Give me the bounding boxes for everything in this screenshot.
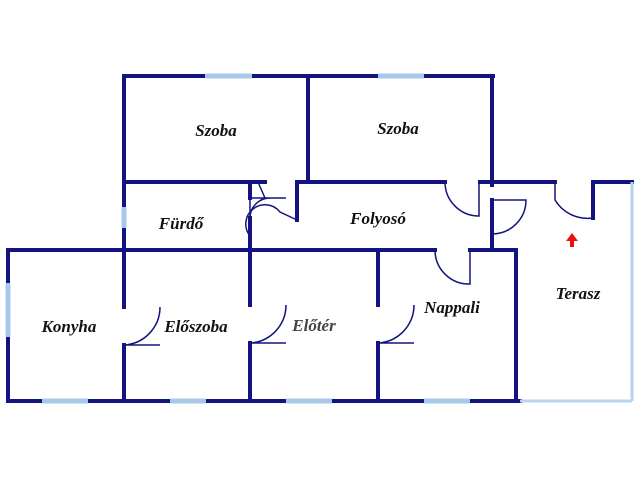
room-labels: Szoba Szoba Fürdő Folyosó Terasz Konyha … xyxy=(41,119,601,336)
room-label-furdo: Fürdő xyxy=(158,214,205,233)
door-konyha xyxy=(123,306,161,346)
room-label-eloszoba: Előszoba xyxy=(163,317,228,336)
room-label-eloter: Előtér xyxy=(291,316,336,335)
room-label-folyoso: Folyosó xyxy=(349,209,406,228)
door-eloter xyxy=(249,304,287,344)
room-label-terasz: Terasz xyxy=(556,284,601,303)
door-bathroom-2 xyxy=(245,204,298,237)
room-label-konyha: Konyha xyxy=(41,317,97,336)
walls xyxy=(6,74,634,403)
doors xyxy=(123,181,594,346)
door-nappali xyxy=(377,304,415,344)
entrance-arrow-icon xyxy=(566,233,578,247)
room-label-szoba-right: Szoba xyxy=(377,119,419,138)
door-corridor xyxy=(444,181,480,217)
windows xyxy=(5,73,470,404)
terrace-border xyxy=(520,182,634,403)
door-nappali-top xyxy=(434,249,471,285)
room-label-szoba-left: Szoba xyxy=(195,121,237,140)
room-label-nappali: Nappali xyxy=(423,298,480,317)
door-corridor-right xyxy=(491,199,527,235)
door-terrace xyxy=(554,182,594,220)
